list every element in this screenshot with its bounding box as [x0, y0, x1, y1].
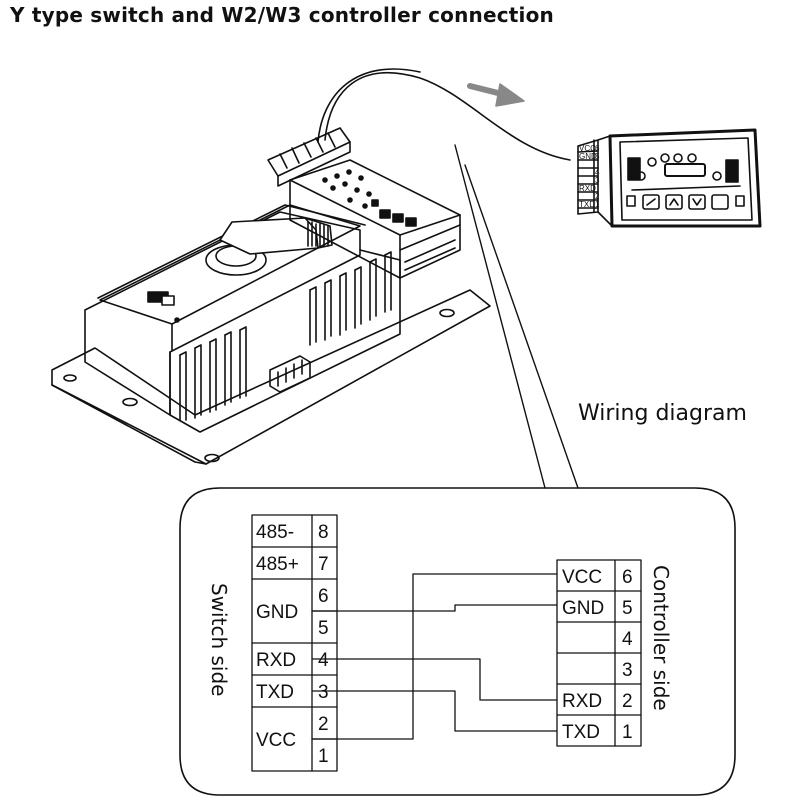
switch-signal-label: TXD	[256, 682, 294, 703]
wire-rxd	[311, 658, 558, 701]
device-terminal-label: TXD	[579, 200, 595, 209]
controller-signal-label: GND	[562, 598, 604, 619]
communication-cable	[324, 72, 571, 161]
controller-pin-number: 4	[622, 629, 633, 650]
switch-device-drawing	[51, 127, 491, 465]
controller-signal-label: RXD	[562, 691, 602, 712]
switch-pin-number: 7	[318, 554, 329, 575]
wire-txd	[311, 690, 558, 732]
switch-signal-label: RXD	[256, 650, 296, 671]
device-terminal-pin: 1	[595, 200, 600, 209]
controller-pin-number: 3	[622, 660, 633, 681]
controller-side-terminal-table	[556, 559, 642, 747]
switch-pin-number: 8	[318, 522, 329, 543]
controller-signal-label: TXD	[562, 722, 600, 743]
switch-pin-number: 2	[318, 714, 329, 735]
switch-side-label: Switch side	[207, 583, 231, 696]
direction-arrow-icon	[495, 83, 525, 107]
switch-pin-number: 3	[318, 682, 329, 703]
controller-pin-number: 1	[622, 722, 633, 743]
controller-pin-number: 5	[622, 598, 633, 619]
controller-signal-label: VCC	[562, 567, 602, 588]
device-terminal-pin: 5	[595, 152, 600, 161]
controller-device-drawing	[577, 128, 762, 228]
switch-signal-label: VCC	[256, 730, 296, 751]
wiring-diagram-label: Wiring diagram	[578, 401, 747, 426]
wiring-connections	[311, 573, 558, 740]
device-terminal-label: GND	[579, 152, 597, 161]
wire-gnd	[311, 604, 558, 612]
diagram-title: Y type switch and W2/W3 controller conne…	[10, 3, 554, 27]
controller-pin-number: 2	[622, 691, 633, 712]
switch-signal-label: 485+	[256, 554, 299, 575]
device-terminal-pin: 6	[595, 144, 600, 153]
controller-pin-number: 6	[622, 567, 633, 588]
switch-signal-label: 485-	[256, 522, 294, 543]
wire-vcc	[311, 573, 558, 740]
switch-pin-number: 5	[318, 618, 329, 639]
wiring-diagram-frame	[179, 487, 736, 796]
switch-pin-number: 1	[318, 746, 329, 767]
switch-signal-label: GND	[256, 602, 298, 623]
switch-pin-number: 4	[318, 650, 329, 671]
device-terminal-pin: 3	[595, 176, 600, 185]
controller-side-label: Controller side	[649, 565, 673, 711]
switch-pin-number: 6	[318, 586, 329, 607]
device-terminal-pin: 4	[595, 168, 600, 177]
device-terminal-label: RXD	[579, 184, 596, 193]
device-terminal-label: VCC	[579, 144, 596, 153]
device-terminal-pin: 2	[595, 192, 600, 201]
